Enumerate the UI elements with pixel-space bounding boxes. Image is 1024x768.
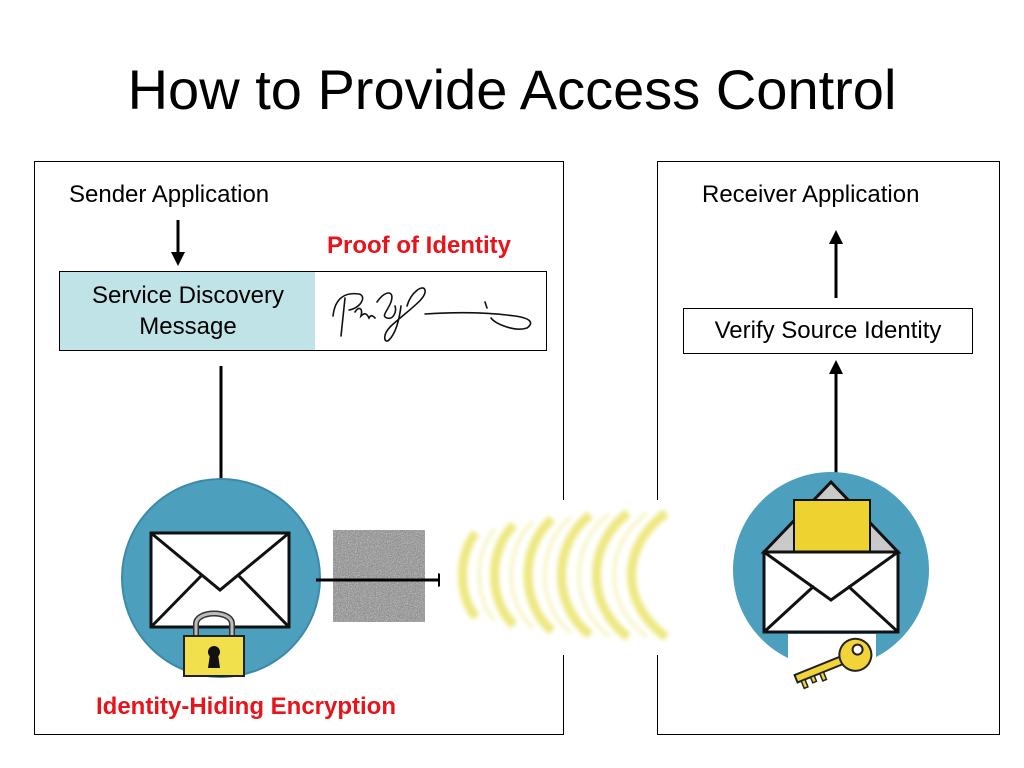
identity-hiding-encryption-label: Identity-Hiding Encryption [96,693,396,720]
noise-icon [333,530,425,622]
key-icon [788,634,876,690]
padlock-icon [183,610,245,677]
signature-icon [332,287,532,342]
signal-waves-icon [458,509,669,641]
message-line-2: Message [139,313,237,340]
sender-app-label: Sender Application [69,181,270,208]
up-arrow-icon [829,230,843,298]
slide-title: How to Provide Access Control [127,58,897,121]
verify-label: Verify Source Identity [714,317,942,345]
service-discovery-message: Service Discovery Message [59,271,317,351]
signature-box [315,271,547,351]
receiver-app-label: Receiver Application [702,181,920,208]
right-arrow-icon [316,573,454,587]
down-arrow-icon [171,220,185,266]
open-envelope-icon [733,472,929,668]
message-line-1: Service Discovery [91,281,285,309]
proof-of-identity-label: Proof of Identity [327,232,511,259]
up-arrow-icon [829,360,843,490]
verify-source-identity-box: Verify Source Identity [683,308,973,354]
